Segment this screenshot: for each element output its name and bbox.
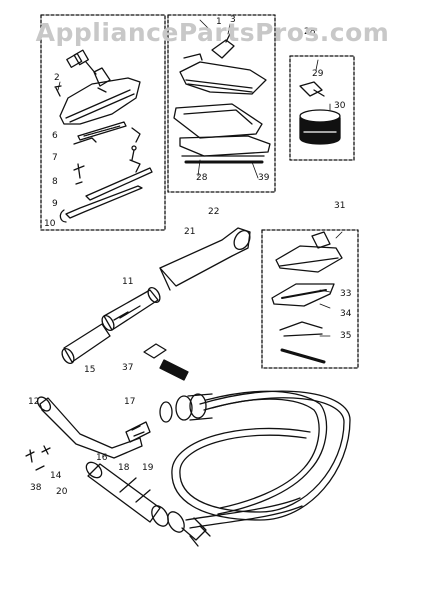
- label-37: 37: [122, 363, 133, 373]
- label-22: 22: [208, 207, 219, 217]
- label-33: 33: [340, 289, 351, 299]
- cap-part: [299, 81, 325, 97]
- label-19: 19: [142, 463, 154, 473]
- plate-part: [173, 103, 263, 139]
- pad-part: [271, 283, 335, 307]
- label-12: 12: [28, 397, 39, 407]
- rect-brush-part: [179, 135, 271, 164]
- wand-tubes-part: [61, 286, 161, 365]
- hose-part: [171, 390, 351, 529]
- label-16: 16: [96, 453, 108, 463]
- label-7: 7: [52, 153, 58, 163]
- label-9: 9: [52, 199, 58, 209]
- hose-cuff-bottom: [85, 461, 211, 547]
- round-brush-part: [299, 109, 341, 145]
- label-34: 34: [340, 309, 352, 319]
- label-31: 31: [334, 201, 345, 211]
- label-11: 11: [122, 277, 133, 287]
- label-39: 39: [258, 173, 270, 183]
- left-parts-group: [40, 14, 166, 231]
- leader-lines: [57, 19, 343, 337]
- callout-labels: 1 3 2 6 7 8 9 10 28 29 30 28 39 22 31 21…: [28, 15, 352, 497]
- brush-strip-part: [77, 121, 127, 141]
- label-35: 35: [340, 331, 351, 341]
- connector-part: [66, 49, 97, 75]
- label-38: 38: [30, 483, 42, 493]
- right-bottom-group: [261, 229, 359, 369]
- crevice-tool-part: [159, 227, 251, 291]
- small-brush-part: [143, 343, 189, 381]
- clip-part: [73, 127, 141, 185]
- label-28: 28: [304, 27, 316, 37]
- screw-part: [54, 85, 62, 97]
- label-21: 21: [184, 227, 195, 237]
- upholstery-tool-part: [275, 231, 343, 273]
- wire-part: [59, 167, 153, 223]
- label-2: 2: [54, 73, 60, 83]
- strip-part: [279, 321, 326, 364]
- label-10: 10: [44, 219, 56, 229]
- floor-tool-part: [59, 67, 141, 125]
- label-28b: 28: [196, 173, 208, 183]
- small-hardware-part: [25, 445, 51, 471]
- handle-part: [36, 396, 151, 459]
- label-29: 29: [312, 69, 324, 79]
- label-6: 6: [52, 131, 58, 141]
- middle-parts-group: [167, 14, 276, 193]
- label-20: 20: [56, 487, 68, 497]
- label-8: 8: [52, 177, 58, 187]
- right-top-group: [289, 55, 355, 161]
- label-30: 30: [334, 101, 346, 111]
- label-15: 15: [84, 365, 95, 375]
- label-17: 17: [124, 397, 135, 407]
- label-14: 14: [50, 471, 62, 481]
- label-3: 3: [230, 15, 236, 25]
- nozzle-part: [179, 29, 267, 95]
- hose-cuff-top: [159, 393, 213, 423]
- label-18: 18: [118, 463, 130, 473]
- label-1: 1: [216, 17, 222, 27]
